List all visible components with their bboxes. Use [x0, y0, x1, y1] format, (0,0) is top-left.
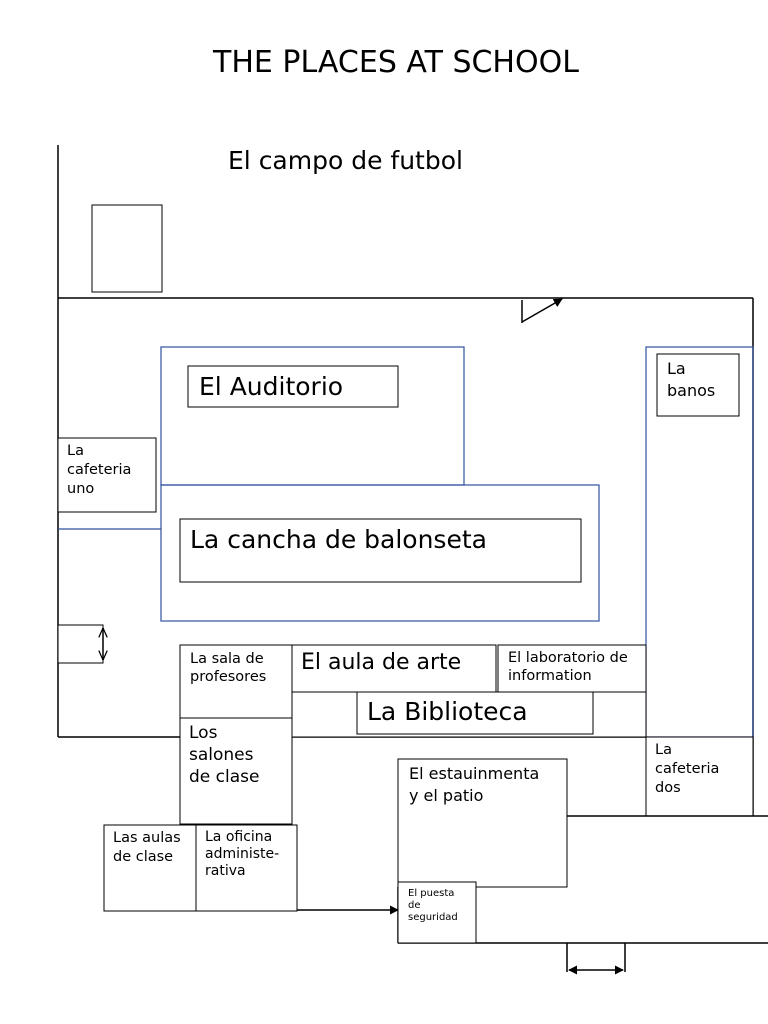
sala-profesores-box [179, 644, 293, 719]
salones-label: Los salones de clase [189, 723, 259, 787]
aulas-clase-label: Las aulas de clase [113, 830, 185, 865]
cancha-label: La cancha de balonseta [190, 525, 487, 554]
aula-arte-label: El aula de arte [301, 650, 461, 675]
estauinmenta-label: El estauinmenta y el patio [409, 764, 544, 805]
oficina-box [195, 824, 298, 912]
cafeteria-uno-box [57, 437, 157, 513]
campo-label: El campo de futbol [228, 146, 463, 175]
banos-label: La banos [667, 359, 715, 400]
aula-arte-box [291, 644, 497, 693]
cafeteria-uno-label: La cafeteria uno [67, 443, 136, 497]
laboratorio-box [497, 644, 647, 693]
goal-box [91, 204, 163, 293]
oficina-label: La oficina administe- rativa [205, 829, 284, 879]
cancha-box [179, 518, 582, 583]
cafeteria-dos-box [645, 736, 754, 817]
sala-profesores-label: La sala de profesores [190, 651, 268, 685]
puesta-box [397, 881, 477, 944]
laboratorio-label: El laboratorio de information [508, 650, 632, 684]
auditorio-box [187, 365, 399, 408]
puesta-label: El puesta de seguridad [408, 888, 458, 923]
biblioteca-box [356, 691, 594, 735]
biblioteca-label: La Biblioteca [367, 697, 528, 726]
cafeteria-dos-label: La cafeteria dos [655, 742, 724, 796]
door-arrow [521, 298, 563, 323]
cancha-zone [160, 484, 600, 622]
banos-box [656, 353, 740, 417]
map-title: THE PLACES AT SCHOOL [212, 45, 579, 80]
estauinmenta-box [397, 758, 568, 888]
salones-box [179, 717, 293, 825]
side-door-box [57, 624, 104, 664]
aulas-clase-box [103, 824, 197, 912]
auditorio-label: El Auditorio [199, 372, 343, 401]
